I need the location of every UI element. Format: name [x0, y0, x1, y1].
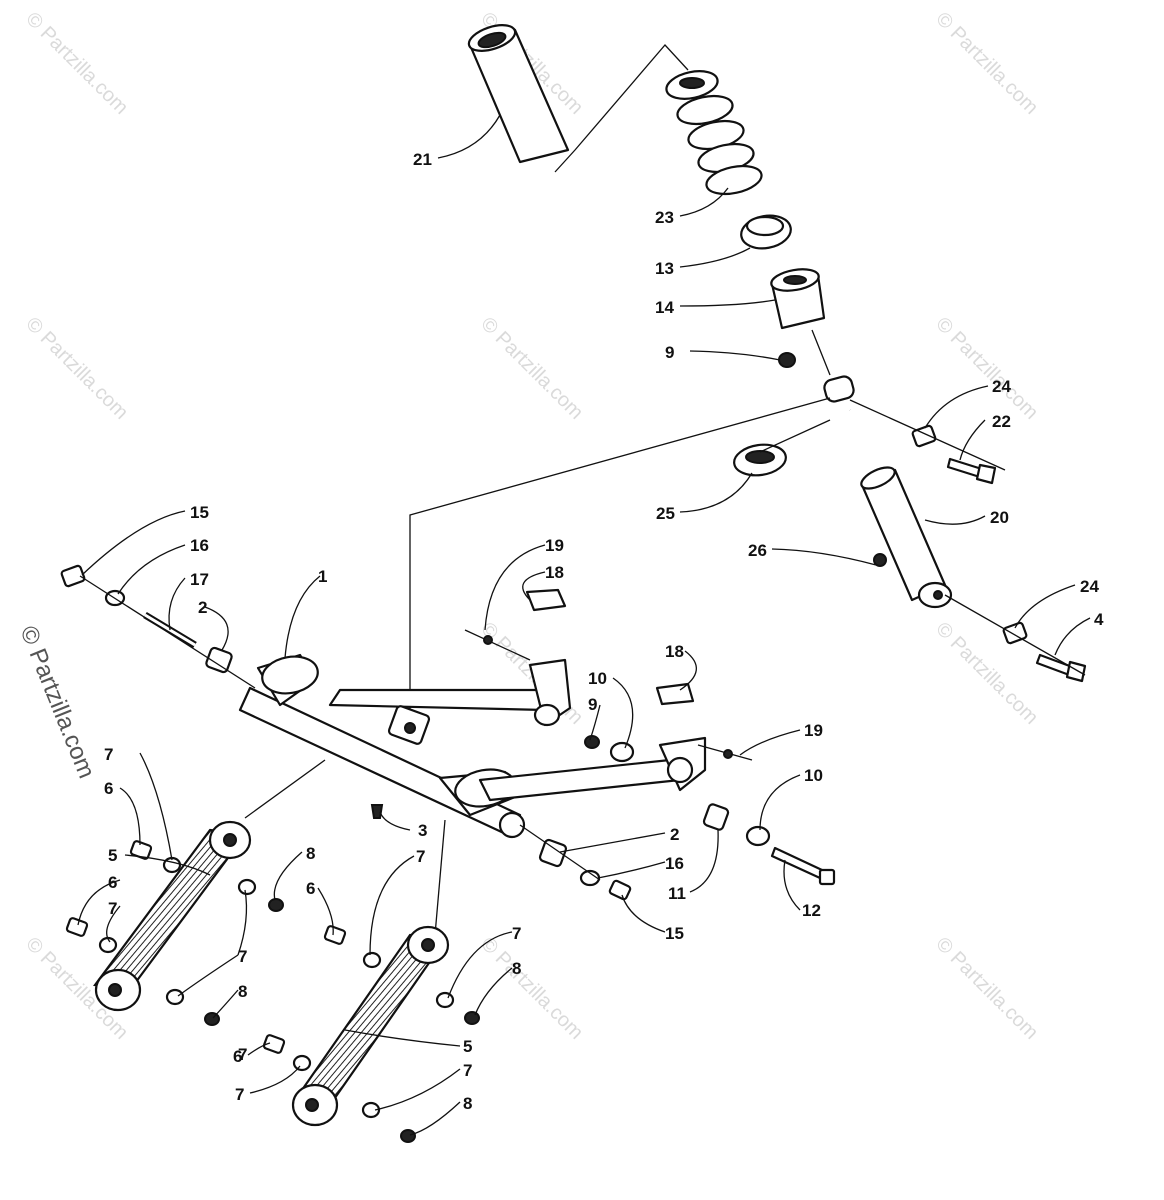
callout-25: 25: [656, 504, 675, 523]
callout-8b: 8: [512, 959, 521, 978]
callout-8d: 8: [463, 1094, 472, 1113]
bushing-part: [538, 838, 568, 868]
callout-8: 8: [306, 844, 315, 863]
part-drawings: [60, 24, 1087, 1143]
callout-20: 20: [990, 508, 1009, 527]
watermark: © Partzilla.com: [931, 313, 1042, 424]
callout-6d: 6: [233, 1047, 242, 1066]
callout-7: 7: [104, 745, 113, 764]
cap-part: [525, 588, 567, 612]
callout-17: 17: [190, 570, 209, 589]
fitting-part: [370, 804, 384, 819]
callout-7f: 7: [238, 1045, 247, 1064]
callout-2: 2: [198, 598, 207, 617]
callout-10: 10: [588, 669, 607, 688]
callout-7b: 7: [108, 899, 117, 918]
bushing-part: [702, 803, 730, 831]
front-arm-assembly: [238, 653, 707, 839]
callout-3: 3: [418, 821, 427, 840]
callout-10b: 10: [804, 766, 823, 785]
nut-part: [778, 352, 796, 368]
link-arm-part: [291, 925, 450, 1127]
callout-5b: 5: [463, 1037, 472, 1056]
boot-part: [467, 24, 570, 164]
side-watermark: © Partzilla.com: [14, 622, 100, 782]
assembly-line: [554, 44, 689, 173]
callout-7d: 7: [238, 947, 247, 966]
shock-absorber-part: [823, 375, 953, 609]
callout-16b: 16: [665, 854, 684, 873]
watermark: © Partzilla.com: [21, 8, 132, 119]
callout-19: 19: [545, 536, 564, 555]
callout-9b: 9: [588, 695, 597, 714]
callout-11: 11: [668, 884, 686, 903]
callout-15b: 15: [665, 924, 684, 943]
callout-21: 21: [413, 150, 432, 169]
callout-26: 26: [748, 541, 767, 560]
lower-bolt-part: [944, 594, 1087, 683]
spring-seat-part: [740, 214, 792, 250]
callout-6c: 6: [306, 879, 315, 898]
callout-labels: 21 23 13 14 9 24 22 25 20 26 24 4 15 16 …: [104, 150, 1104, 1113]
left-bolt-part: [60, 564, 256, 689]
callout-2b: 2: [670, 825, 679, 844]
callout-16: 16: [190, 536, 209, 555]
callout-7c: 7: [416, 847, 425, 866]
callout-5: 5: [108, 846, 117, 865]
watermark: © Partzilla.com: [21, 313, 132, 424]
callout-24: 24: [992, 377, 1011, 396]
callout-15: 15: [190, 503, 209, 522]
cap-part: [655, 682, 695, 706]
watermark: © Partzilla.com: [476, 933, 587, 1044]
callout-18b: 18: [665, 642, 684, 661]
callout-4: 4: [1094, 610, 1104, 629]
bushing-part: [733, 443, 787, 477]
fitting-part: [873, 553, 887, 567]
callout-leaders: [77, 114, 1091, 1136]
callout-13: 13: [655, 259, 674, 278]
callout-7h: 7: [463, 1061, 472, 1080]
callout-6: 6: [104, 779, 113, 798]
callout-14: 14: [655, 298, 674, 317]
callout-7e: 7: [512, 924, 521, 943]
callout-8c: 8: [238, 982, 247, 1001]
watermark: © Partzilla.com: [476, 313, 587, 424]
spring-part: [665, 70, 763, 196]
callout-24b: 24: [1080, 577, 1099, 596]
callout-22: 22: [992, 412, 1011, 431]
callout-1: 1: [318, 567, 327, 586]
link-arm-part: [93, 820, 252, 1012]
watermark: © Partzilla.com: [931, 933, 1042, 1044]
callout-18: 18: [545, 563, 564, 582]
callout-23: 23: [655, 208, 674, 227]
callout-9: 9: [665, 343, 674, 362]
callout-7g: 7: [235, 1085, 244, 1104]
callout-19b: 19: [804, 721, 823, 740]
adjuster-part: [770, 268, 826, 330]
watermark: © Partzilla.com: [931, 8, 1042, 119]
callout-12: 12: [802, 901, 821, 920]
assembly-line: [409, 397, 831, 718]
upper-bolt-part: [849, 399, 1006, 485]
callout-6b: 6: [108, 873, 117, 892]
